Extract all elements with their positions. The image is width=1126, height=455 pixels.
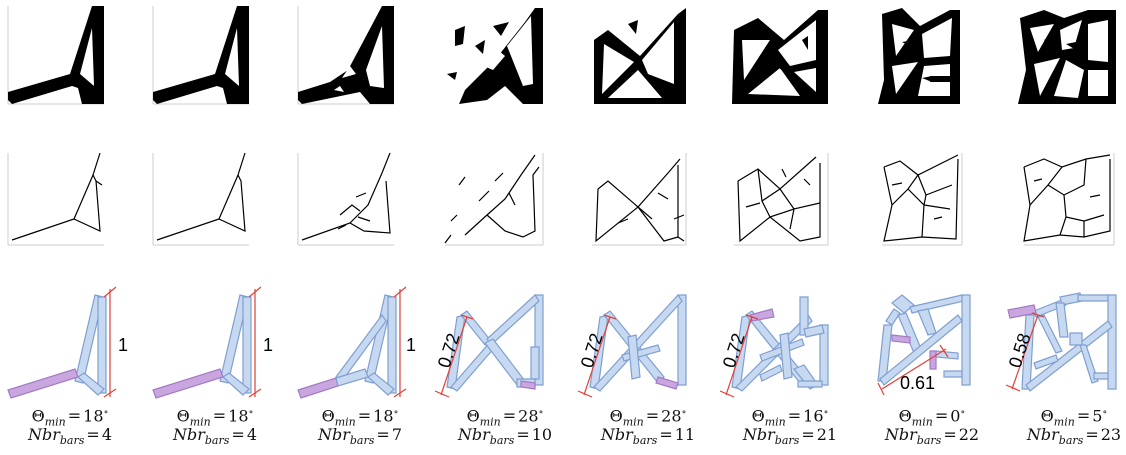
panel-column: 0.61 Θmin=0∘ Nbrbars=22 (862, 0, 1002, 455)
dimension-label: 0.61 (900, 373, 935, 393)
panel-column: 0.72 Θmin=28∘ Nbrbars=10 (435, 0, 575, 455)
panel-column: 0.72 Θmin=28∘ Nbrbars=11 (578, 0, 718, 455)
density-image (578, 0, 718, 110)
panel-column: 0.58 Θmin=5∘ Nbrbars=23 (1004, 0, 1126, 455)
dimension-label: 1 (406, 335, 416, 355)
theta-min-caption: Θmin=28∘ (609, 406, 687, 429)
theta-min-caption: Θmin=18∘ (321, 406, 399, 429)
truss-structure: 0.72 (578, 285, 718, 398)
nbr-bars-caption: Nbrbars=23 (1026, 425, 1122, 448)
skeleton-image (720, 145, 860, 255)
theta-min-caption: Θmin=5∘ (1040, 406, 1108, 429)
theta-min-caption: Θmin=28∘ (466, 406, 544, 429)
theta-min-caption: Θmin=0∘ (898, 406, 966, 429)
density-image (862, 0, 1002, 110)
density-image (145, 0, 285, 110)
panel-column: 1 Θmin=18∘ Nbrbars=7 (290, 0, 430, 455)
panel-column: 1 Θmin=18∘ Nbrbars=4 (145, 0, 285, 455)
truss-structure: 1 (290, 285, 430, 399)
panel-column: 1 Θmin=18∘ Nbrbars=4 (0, 0, 140, 455)
truss-structure: 1 (145, 285, 285, 399)
skeleton-image (578, 145, 718, 255)
skeleton-image (0, 145, 140, 255)
theta-min-caption: Θmin=18∘ (176, 406, 254, 429)
density-image (290, 0, 430, 110)
truss-structure: 0.72 (435, 285, 575, 398)
density-image (0, 0, 140, 110)
truss-structure: 1 (0, 285, 140, 399)
skeleton-image (290, 145, 430, 255)
nbr-bars-caption: Nbrbars=4 (28, 425, 112, 448)
skeleton-image (145, 145, 285, 255)
truss-structure: 0.61 (862, 285, 1002, 396)
dimension-label: 1 (118, 335, 128, 355)
nbr-bars-caption: Nbrbars=21 (742, 425, 838, 448)
nbr-bars-caption: Nbrbars=22 (884, 425, 980, 448)
density-image (435, 0, 575, 110)
density-image (1004, 0, 1126, 110)
truss-structure: 0.72 (720, 285, 860, 398)
nbr-bars-caption: Nbrbars=4 (173, 425, 257, 448)
truss-structure: 0.58 (1004, 285, 1126, 395)
skeleton-image (1004, 145, 1126, 255)
theta-min-caption: Θmin=18∘ (31, 406, 109, 429)
density-image (720, 0, 860, 110)
dimension-label: 1 (263, 335, 273, 355)
skeleton-image (862, 145, 1002, 255)
nbr-bars-caption: Nbrbars=11 (600, 425, 696, 448)
nbr-bars-caption: Nbrbars=10 (457, 425, 553, 448)
theta-min-caption: Θmin=16∘ (751, 406, 829, 429)
panel-column: 0.72 Θmin=16∘ Nbrbars=21 (720, 0, 860, 455)
nbr-bars-caption: Nbrbars=7 (318, 425, 402, 448)
skeleton-image (435, 145, 575, 255)
